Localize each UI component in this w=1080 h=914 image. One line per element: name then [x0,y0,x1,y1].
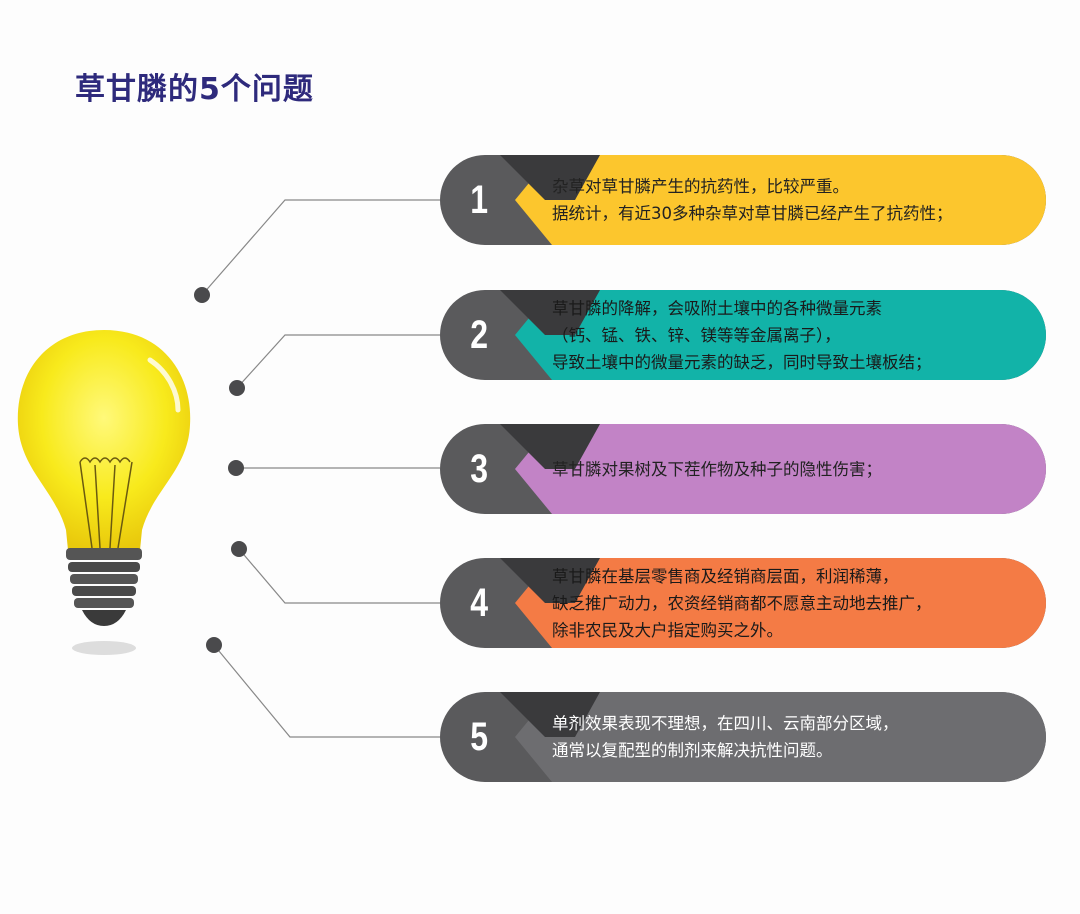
card-number: 3 [470,447,489,491]
connector-dot-1 [194,287,210,303]
card-text-line: 草甘膦对果树及下茬作物及种子的隐性伤害； [552,459,882,479]
card-text: 杂草对草甘膦产生的抗药性，比较严重。据统计，有近30多种杂草对草甘膦已经产生了抗… [552,155,1016,245]
card-number: 1 [470,178,489,222]
problem-card-2: 2 草甘膦的降解，会吸附土壤中的各种微量元素 （钙、锰、铁、锌、镁等等金属离子），… [440,290,1046,380]
card-text-line: 通常以复配型的制剂来解决抗性问题。 [552,741,833,760]
card-number: 5 [470,715,489,759]
connector-dot-4 [231,541,247,557]
problem-card-3: 3 草甘膦对果树及下茬作物及种子的隐性伤害； [440,424,1046,514]
light-bulb-icon [17,330,191,655]
card-text-line: 草甘膦在基层零售商及经销商层面，利润稀薄， [552,566,899,586]
card-text-line: 据统计，有近30多种杂草对草甘膦已经产生了抗药性； [552,204,953,223]
card-color-band [515,424,1046,514]
card-text: 单剂效果表现不理想，在四川、云南部分区域， 通常以复配型的制剂来解决抗性问题。 [552,692,1016,782]
problem-card-1: 1 杂草对草甘膦产生的抗药性，比较严重。据统计，有近30多种杂草对草甘膦已经产生… [440,155,1046,245]
card-color-band [515,290,1046,380]
card-number: 2 [470,313,489,357]
connector-line-4 [238,548,440,604]
problem-card-4: 4 草甘膦在基层零售商及经销商层面，利润稀薄， 缺乏推广动力，农资经销商都不愿意主… [440,558,1046,648]
page-title: 草甘膦的5个问题 [75,72,314,107]
connector-dot-2 [229,380,245,396]
card-text-line: 单剂效果表现不理想，在四川、云南部分区域， [552,714,899,733]
card-text-line: （钙、锰、铁、锌、镁等等金属离子）， [552,325,841,345]
connector-line-5 [213,644,440,738]
card-text-line: 缺乏推广动力，农资经销商都不愿意主动地去推广， [552,593,932,613]
card-text: 草甘膦在基层零售商及经销商层面，利润稀薄， 缺乏推广动力，农资经销商都不愿意主动地… [552,558,1016,648]
connector-dot-3 [228,460,244,476]
card-color-band [515,155,1046,245]
card-color-band [515,692,1046,782]
card-text-line: 杂草对草甘膦产生的抗药性，比较严重。 [552,177,849,196]
problem-card-5: 5 单剂效果表现不理想，在四川、云南部分区域， 通常以复配型的制剂来解决抗性问题。 [440,692,1046,782]
card-text-line: 草甘膦的降解，会吸附土壤中的各种微量元素 [552,298,882,318]
card-text: 草甘膦对果树及下茬作物及种子的隐性伤害； [552,424,1016,514]
card-number: 4 [470,581,489,625]
card-text: 草甘膦的降解，会吸附土壤中的各种微量元素 （钙、锰、铁、锌、镁等等金属离子）， 导致… [552,290,1016,380]
card-color-band [515,558,1046,648]
connector-line-2 [236,334,440,389]
connector-dot-5 [206,637,222,653]
card-text-line: 除非农民及大户指定购买之外。 [552,620,783,640]
card-text-line: 导致土壤中的微量元素的缺乏，同时导致土壤板结； [552,352,932,372]
connector-line-1 [201,199,440,296]
